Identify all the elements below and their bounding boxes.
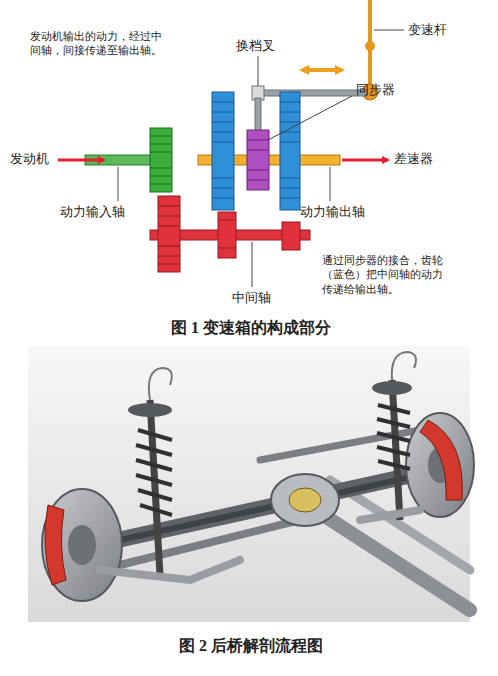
part-name: 同步器 <box>356 82 395 99</box>
part-name: 中间轴 <box>232 290 271 307</box>
note-text: 通过同步器的接合，齿轮 （蓝色）把中间轴的动力 传递给输出轴。 <box>322 254 456 297</box>
lever-joint <box>365 41 375 51</box>
power-in-arrow <box>58 159 104 162</box>
rear-axle-illustration <box>42 352 474 610</box>
part-name: 换档叉 <box>236 38 275 55</box>
power-out-arrow <box>342 159 388 162</box>
note-text: 发动机输出的动力，经过中 间轴，间接传递至输出轴。 <box>30 30 168 59</box>
shift-fork-arm <box>255 98 261 134</box>
figure-caption: 图 1 变速箱的构成部分 <box>2 318 498 339</box>
part-name: 动力输入轴 <box>60 204 125 221</box>
part-name: 差速器 <box>394 151 433 168</box>
part-name: 动力输入轴 <box>60 204 125 221</box>
part-name: 变速杆 <box>408 22 447 39</box>
part-name: 变速杆 <box>408 22 447 39</box>
figure-caption: 图 1 变速箱的构成部分 <box>2 318 498 339</box>
gears <box>150 92 300 272</box>
leader-lines <box>118 30 404 287</box>
part-name: 发动机 <box>10 151 49 168</box>
figure-caption: 图 2 后桥解剖流程图 <box>2 636 498 657</box>
photo-ground <box>28 346 470 622</box>
note-text: 通过同步器的接合，齿轮 （蓝色）把中间轴的动力 传递给输出轴。 <box>322 254 456 297</box>
part-name: 中间轴 <box>232 290 271 307</box>
part-name: 差速器 <box>394 151 433 168</box>
part-name: 同步器 <box>356 82 395 99</box>
shift-fork-rod <box>255 90 367 96</box>
part-name: 换档叉 <box>236 38 275 55</box>
figure-caption: 图 2 后桥解剖流程图 <box>2 636 498 657</box>
note-text: 发动机输出的动力，经过中 间轴，间接传递至输出轴。 <box>30 30 168 59</box>
part-name: 动力输出轴 <box>300 204 365 221</box>
shift-direction-arrow <box>302 68 342 72</box>
part-name: 动力输出轴 <box>300 204 365 221</box>
part-name: 发动机 <box>10 151 49 168</box>
